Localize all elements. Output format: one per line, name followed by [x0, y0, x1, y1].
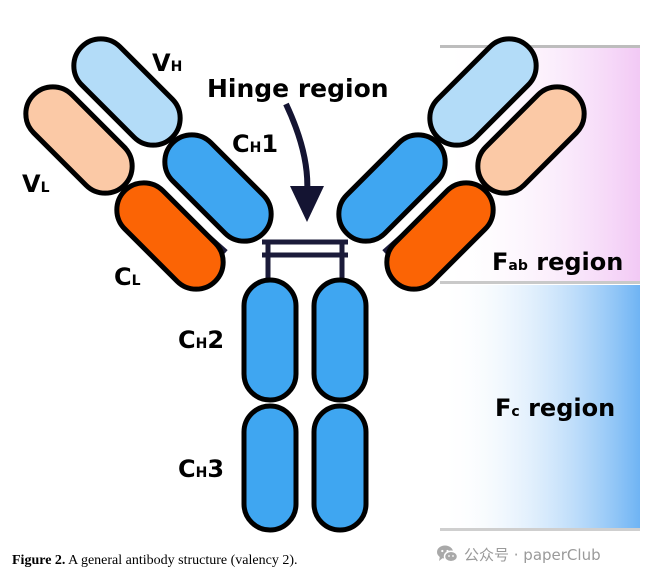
watermark: 公众号 · paperClub — [436, 542, 601, 566]
ch1-domain-left — [162, 132, 274, 244]
cl-label: CL — [114, 263, 141, 291]
ch2-label: CH2 — [178, 326, 224, 354]
fab-region-border-top — [440, 45, 640, 48]
hinge-arrowhead — [290, 186, 324, 222]
vl-domain-right — [475, 84, 587, 196]
fab-region-border-bottom — [440, 281, 640, 284]
wechat-icon — [437, 545, 458, 563]
ch3-label: CH3 — [178, 455, 224, 483]
cl-domain-right — [384, 180, 496, 292]
cl-domain-left — [114, 180, 226, 292]
vl-domain-left — [23, 84, 135, 196]
fc-region-label: Fc region — [495, 394, 615, 422]
ch3-domain-left — [241, 403, 299, 533]
figure-caption-text: A general antibody structure (valency 2)… — [65, 553, 298, 568]
watermark-text: 公众号 · paperClub — [464, 545, 601, 564]
vh-label: VH — [152, 49, 182, 77]
fc-region-border-bottom — [440, 528, 640, 531]
vl-label: VL — [22, 170, 50, 198]
figure-caption: Figure 2. A general antibody structure (… — [12, 553, 298, 569]
fc-region-band — [440, 285, 640, 529]
ch3-domain-right — [311, 403, 369, 533]
vh-domain-right — [427, 36, 539, 148]
hinge-bonds — [206, 234, 404, 282]
ch1-label: CH1 — [232, 130, 278, 158]
hinge-region-label: Hinge region — [207, 74, 389, 103]
hinge-arrow — [283, 102, 311, 195]
ch1-domain-right — [336, 132, 448, 244]
fab-region-label: Fab region — [492, 248, 623, 276]
ch2-domain-left — [241, 277, 299, 403]
ch2-domain-right — [311, 277, 369, 403]
figure-number: Figure 2. — [12, 553, 66, 568]
